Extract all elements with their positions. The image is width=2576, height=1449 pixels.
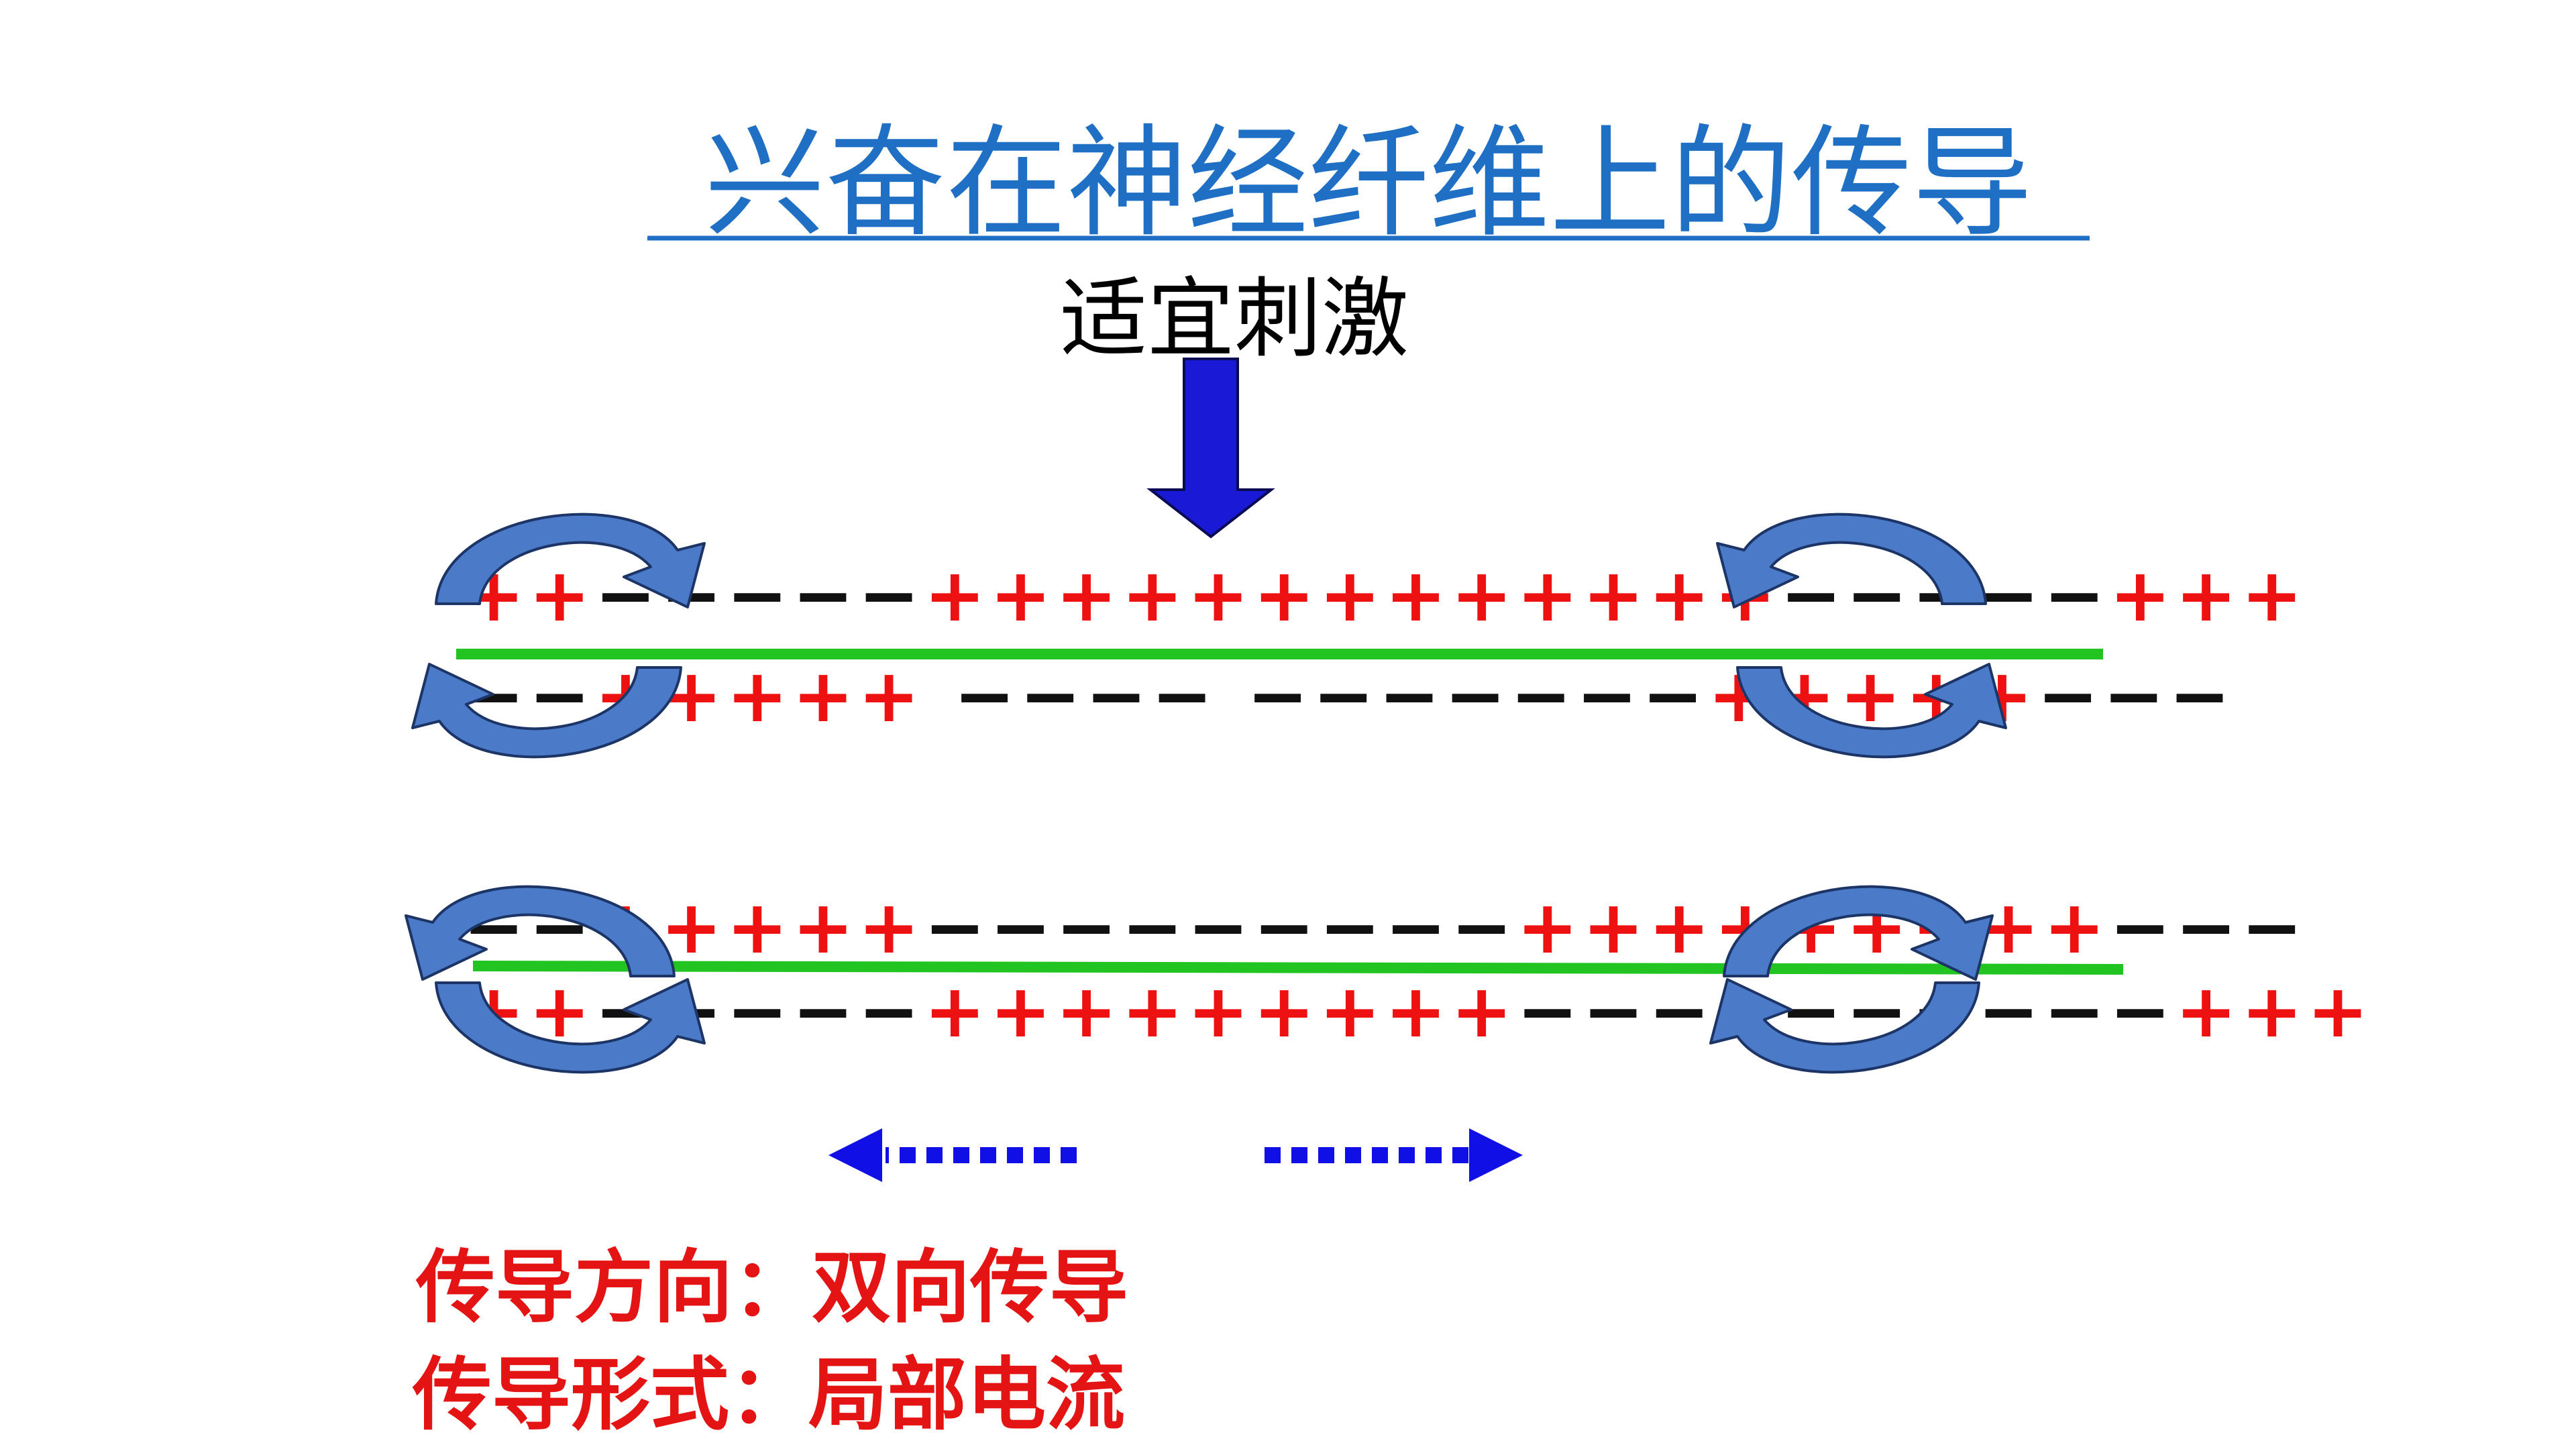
- note-form: 传导形式：局部电流: [412, 1348, 1125, 1441]
- direction-arrow-right-icon: [1265, 1128, 1523, 1182]
- direction-arrow-left-icon: [828, 1128, 1077, 1182]
- fiber-bottom-outer-charges: ++−−−−−+++++++++−−−−−−−−−−+++: [463, 968, 2373, 1054]
- stimulus-arrow-icon: [1146, 358, 1275, 539]
- stimulus-label: 适宜刺激: [1060, 268, 1409, 370]
- fiber-bottom-inner-charges: −−+++++−−−−−−−−−+++++++++−−−: [463, 884, 2307, 970]
- fiber-top: ++−−−−−+++++++++++++−−−−−+++ −−+++++ −−−…: [456, 552, 2307, 739]
- note-direction: 传导方向：双向传导: [415, 1241, 1128, 1334]
- fiber-bottom-membrane: [472, 961, 2124, 975]
- page-title: 兴奋在神经纤维上的传导: [704, 113, 2033, 254]
- fiber-top-outer-charges: ++−−−−−+++++++++++++−−−−−+++: [463, 552, 2307, 638]
- fiber-bottom: −−+++++−−−−−−−−−+++++++++−−− ++−−−−−++++…: [463, 884, 2373, 1054]
